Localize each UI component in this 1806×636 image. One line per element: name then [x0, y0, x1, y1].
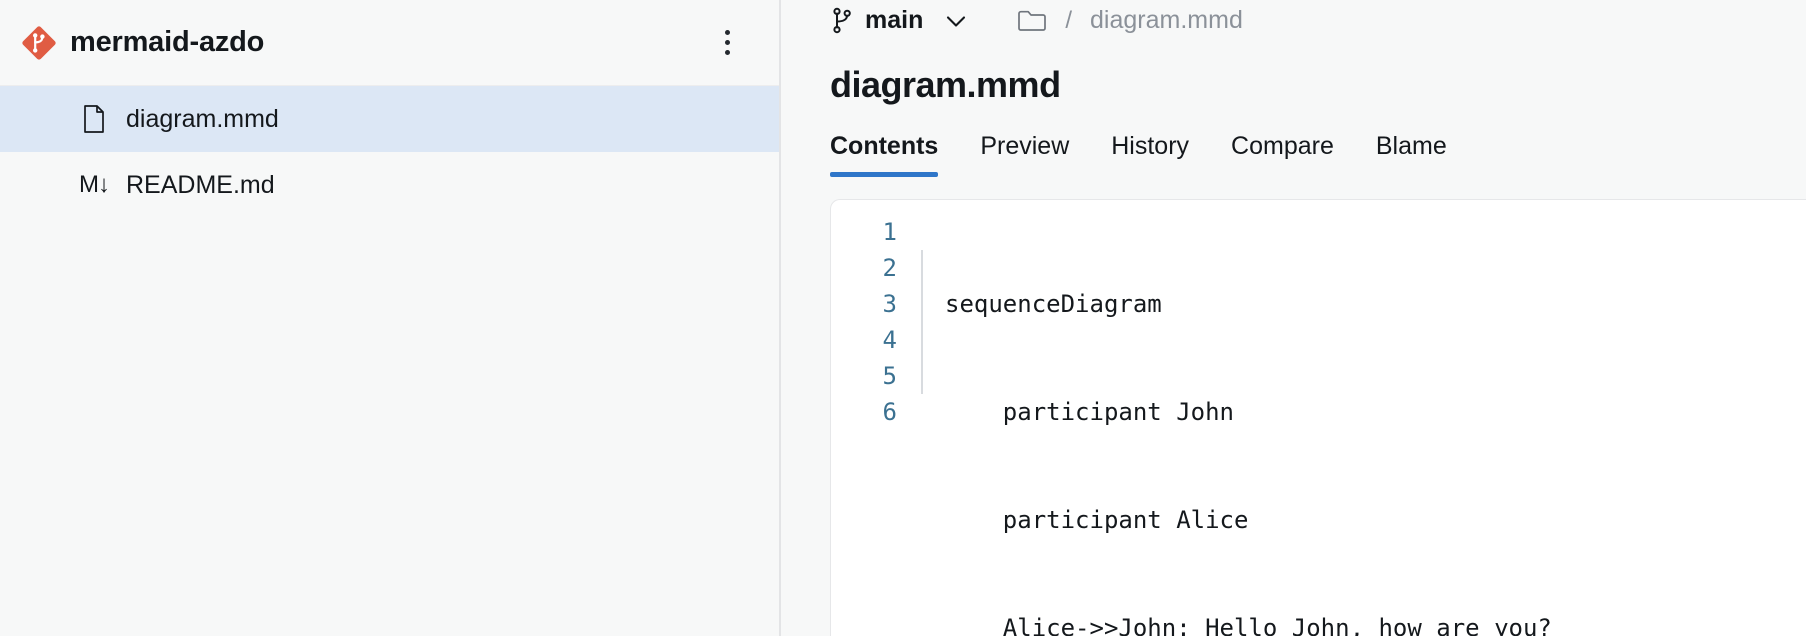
- tab-preview[interactable]: Preview: [980, 131, 1070, 160]
- chevron-down-icon: [943, 8, 969, 34]
- breadcrumb: main / diagram.mmd: [781, 0, 1806, 42]
- code-line: sequenceDiagram: [945, 289, 1162, 318]
- line-number: 4: [882, 325, 897, 354]
- tab-blame[interactable]: Blame: [1375, 131, 1447, 160]
- folder-icon[interactable]: [1017, 8, 1047, 33]
- code-line: participant Alice: [945, 505, 1249, 534]
- code-line: Alice->>John: Hello John, how are you?: [945, 613, 1552, 636]
- git-branch-icon: [830, 7, 854, 34]
- branch-selector[interactable]: main: [830, 6, 969, 35]
- repository-header: mermaid-azdo: [0, 0, 779, 86]
- line-number: 6: [882, 397, 897, 426]
- line-number-gutter: 1 2 3 4 5 6: [831, 214, 913, 636]
- file-detail-pane: main / diagram.mmd diagram.mmd Contents …: [781, 0, 1806, 636]
- line-number: 3: [882, 289, 897, 318]
- kebab-menu-icon[interactable]: [713, 26, 741, 60]
- line-number: 1: [882, 217, 897, 246]
- code-content[interactable]: sequenceDiagram participant John partici…: [931, 214, 1806, 636]
- sidebar-file-label: diagram.mmd: [126, 104, 279, 133]
- code-viewer[interactable]: 1 2 3 4 5 6 sequenceDiagram participant …: [830, 198, 1806, 636]
- page-title: diagram.mmd: [830, 63, 1061, 105]
- sidebar-file-diagram-mmd[interactable]: diagram.mmd: [0, 86, 779, 152]
- file-tabs: Contents Preview History Compare Blame: [781, 132, 1806, 177]
- line-number: 5: [882, 361, 897, 390]
- markdown-icon: M↓: [79, 170, 110, 200]
- repository-name: mermaid-azdo: [70, 26, 265, 58]
- tab-contents[interactable]: Contents: [830, 132, 939, 177]
- markdown-icon-glyph: M↓: [79, 171, 110, 198]
- line-number: 2: [882, 253, 897, 282]
- breadcrumb-file-name: diagram.mmd: [1090, 6, 1243, 35]
- code-indent-guide: [913, 214, 931, 636]
- sidebar-file-label: README.md: [126, 170, 275, 199]
- tab-history[interactable]: History: [1111, 131, 1190, 160]
- breadcrumb-separator: /: [1065, 6, 1073, 34]
- git-repo-diamond-icon: [22, 25, 56, 60]
- code-line: participant John: [945, 397, 1234, 426]
- tab-compare[interactable]: Compare: [1231, 131, 1334, 160]
- file-icon: [80, 104, 108, 134]
- repository-sidebar: mermaid-azdo diagram.mmd M↓ README.md: [0, 0, 781, 636]
- branch-name: main: [865, 6, 924, 35]
- sidebar-file-readme-md[interactable]: M↓ README.md: [0, 152, 779, 218]
